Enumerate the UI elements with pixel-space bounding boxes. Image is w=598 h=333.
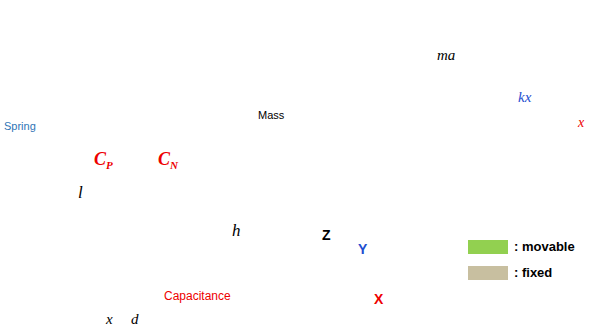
subscript: P — [106, 160, 113, 171]
force-label: kx — [518, 90, 531, 105]
capacitance-symbol: C — [94, 150, 106, 168]
mass-label: Mass — [258, 110, 284, 121]
dimension-label: d — [131, 312, 139, 327]
legend-text: : fixed — [514, 266, 552, 279]
force-label: ma — [437, 48, 455, 63]
legend-text: : movable — [514, 240, 575, 253]
spring-label: Spring — [4, 121, 36, 132]
dimension-label: x — [106, 312, 113, 327]
dimension-label: h — [232, 222, 241, 239]
capacitance-symbol: C — [158, 150, 170, 168]
axis-label: Z — [322, 228, 331, 242]
displacement-label: x — [578, 116, 584, 130]
legend-swatch — [468, 240, 508, 254]
legend-swatch — [468, 266, 508, 280]
dimension-label: l — [78, 184, 83, 201]
axis-label: Y — [358, 242, 367, 256]
axis-label: X — [374, 292, 383, 306]
capacitance-caption: Capacitance — [164, 290, 231, 302]
subscript: N — [170, 160, 178, 171]
